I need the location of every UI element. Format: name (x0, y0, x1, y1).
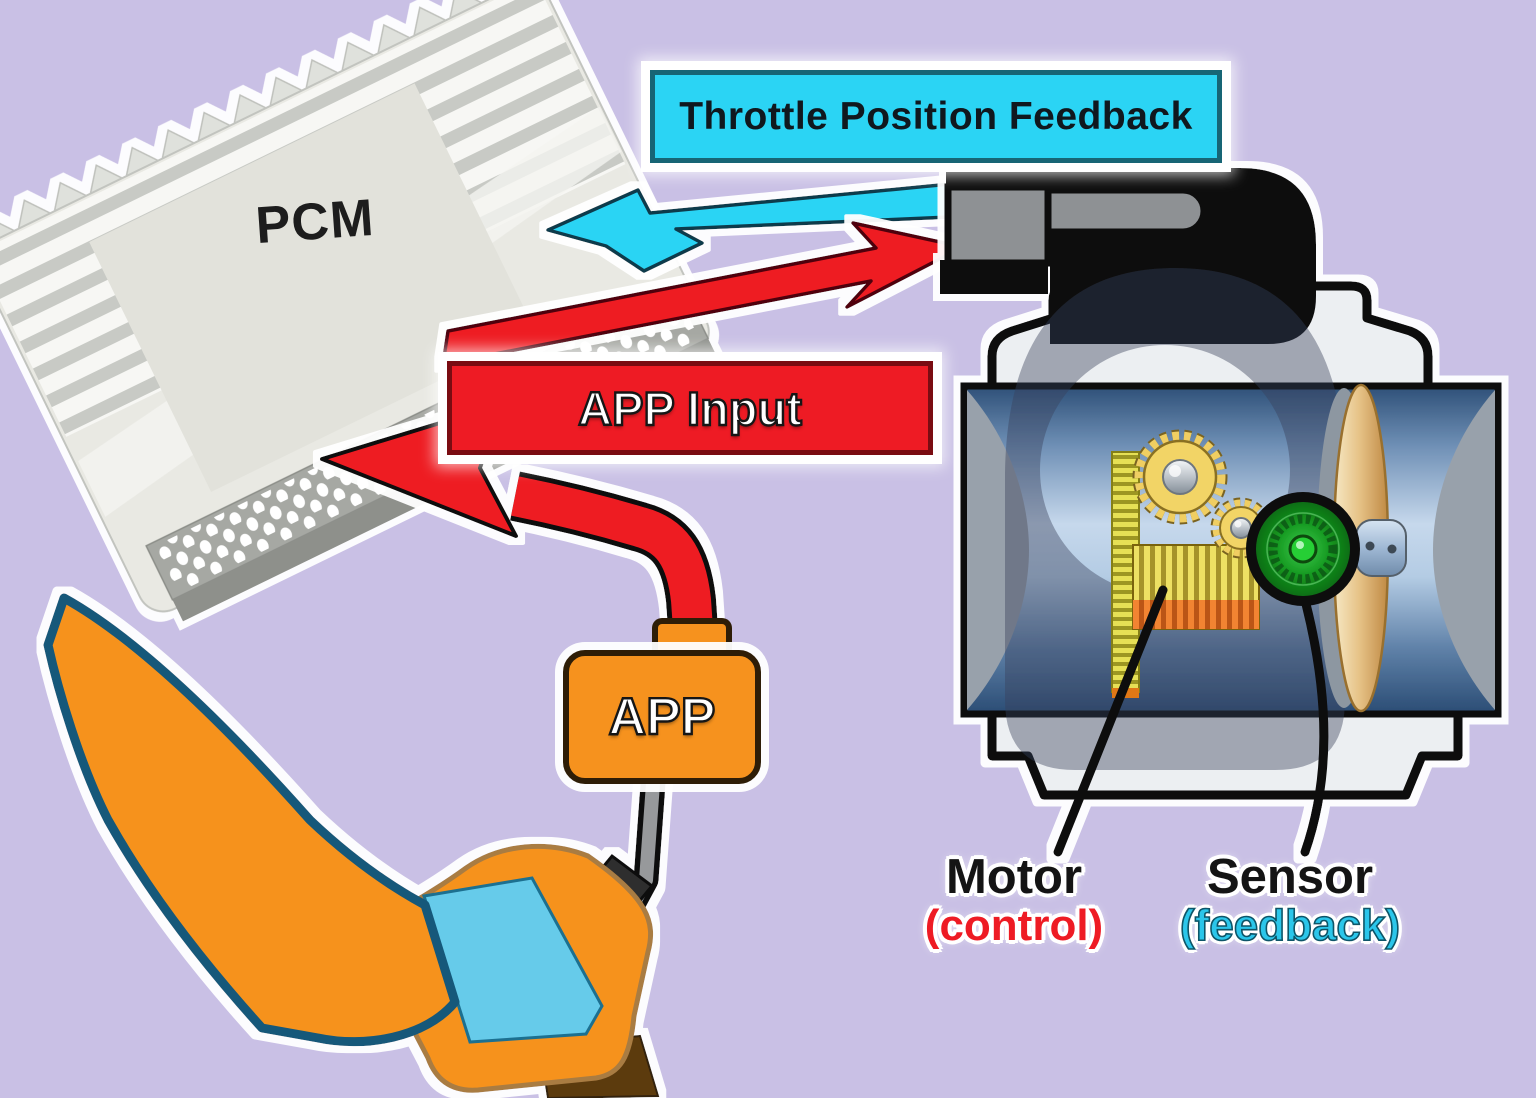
gear-cover (1005, 268, 1345, 770)
pcm-label: PCM (253, 188, 377, 256)
throttle-body (940, 168, 1502, 857)
pcm-label-plate (89, 83, 537, 492)
hub-bolt (1387, 544, 1397, 554)
app-sensor-label: APP (607, 687, 716, 747)
app-sensor-box: APP (563, 650, 761, 784)
throttle-position-feedback-banner-text: Throttle Position Feedback (679, 94, 1193, 138)
motor-leader-line (1053, 585, 1168, 857)
sensor-label-title: Sensor (1206, 850, 1374, 904)
reduction-gear-large (1132, 429, 1228, 525)
motor-control-arrow (441, 221, 965, 366)
motor-label-subtitle: (control) (924, 900, 1104, 950)
bore-right-rim (1433, 390, 1495, 710)
connector-plug-block (944, 183, 1052, 267)
sensor-leader-line (1300, 599, 1329, 857)
app-input-banner-text: APP Input (577, 380, 803, 435)
sensor-label-subtitle: (feedback) (1179, 900, 1401, 950)
driver-sock (422, 876, 604, 1044)
sensor-label: Sensor (feedback) (1156, 852, 1424, 949)
motor-label-title: Motor (945, 850, 1083, 904)
hub-bolt (1365, 541, 1375, 551)
pedal-and-foot (43, 593, 667, 1098)
throttle-position-sensor (1246, 492, 1360, 606)
driver-leg (43, 593, 460, 1047)
motor-label: Motor (control) (888, 852, 1140, 949)
throttle-shaft-hub (1355, 519, 1407, 577)
throttle-position-feedback-arrow (546, 182, 952, 273)
throttle-position-feedback-banner: Throttle Position Feedback (650, 70, 1222, 163)
app-input-banner: APP Input (447, 361, 933, 455)
